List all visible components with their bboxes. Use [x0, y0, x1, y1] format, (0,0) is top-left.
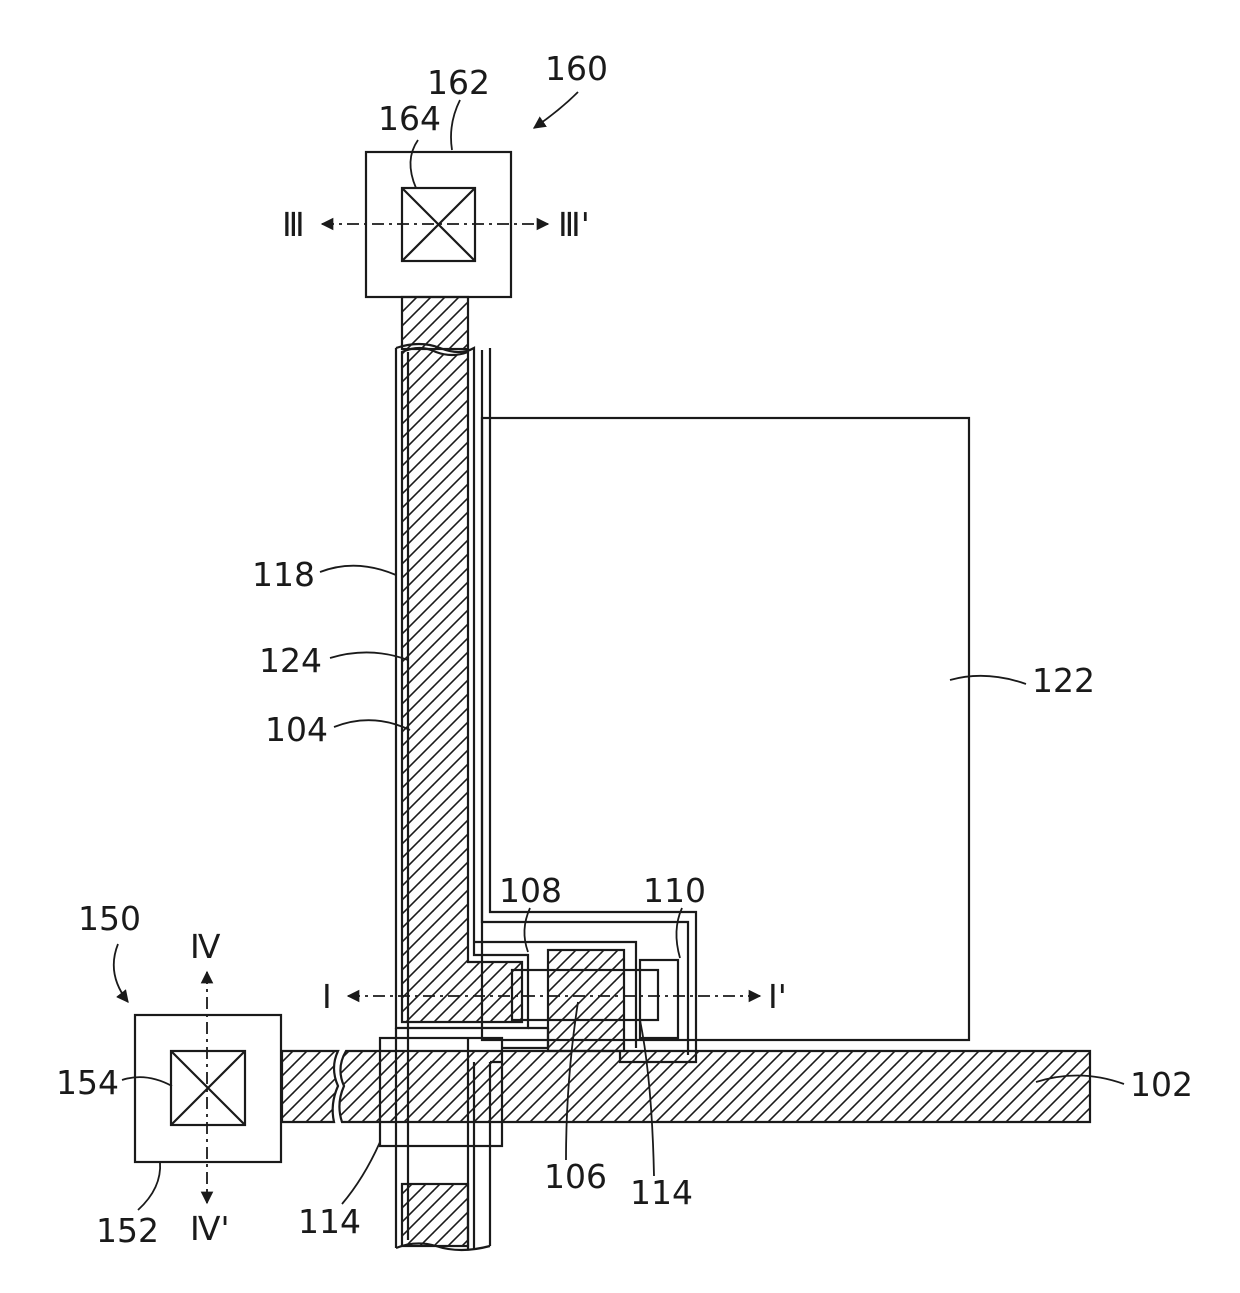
ref-164: 164: [378, 99, 441, 138]
leader-104: [334, 720, 410, 730]
ref-160: 160: [545, 49, 608, 88]
section-mark-iii-left: Ⅲ: [282, 205, 305, 244]
leader-164: [410, 140, 418, 188]
section-mark-iv-bottom: Ⅳ': [190, 1209, 230, 1248]
ref-102: 102: [1130, 1065, 1193, 1104]
leader-118: [320, 566, 396, 575]
ref-150: 150: [78, 899, 141, 938]
leader-110: [676, 908, 682, 958]
ref-106: 106: [544, 1157, 607, 1196]
leader-154: [122, 1077, 172, 1086]
gate-line-102: [282, 1051, 338, 1122]
ref-154: 154: [56, 1063, 119, 1102]
section-mark-iii-right: Ⅲ': [558, 205, 590, 244]
leader-150: [114, 944, 128, 1002]
section-mark-iv-top: Ⅳ: [190, 927, 221, 966]
ref-114-left: 114: [298, 1202, 361, 1241]
ref-110: 110: [643, 871, 706, 910]
section-mark-i-left: I: [322, 977, 332, 1016]
leader-114-left: [342, 1142, 380, 1204]
ref-114-right: 114: [630, 1173, 693, 1212]
leader-152: [138, 1162, 160, 1210]
leader-160: [534, 92, 578, 128]
channel-outline: [502, 1028, 548, 1048]
ref-118: 118: [252, 555, 315, 594]
ref-152: 152: [96, 1211, 159, 1250]
ref-104: 104: [265, 710, 328, 749]
leader-162: [451, 100, 460, 150]
section-mark-i-right: I': [768, 977, 787, 1016]
data-line-104-top-stub: [402, 297, 468, 349]
ref-162: 162: [427, 63, 490, 102]
ref-124: 124: [259, 641, 322, 680]
data-line-104-bottom-stub: [402, 1184, 468, 1246]
ref-122: 122: [1032, 661, 1095, 700]
leader-108: [524, 908, 530, 952]
gate-electrode-106: [548, 950, 624, 1051]
gate-line-102-main: [339, 1051, 1090, 1122]
ref-108: 108: [499, 871, 562, 910]
pixel-electrode-122: [482, 418, 969, 1040]
leader-122: [950, 676, 1026, 684]
